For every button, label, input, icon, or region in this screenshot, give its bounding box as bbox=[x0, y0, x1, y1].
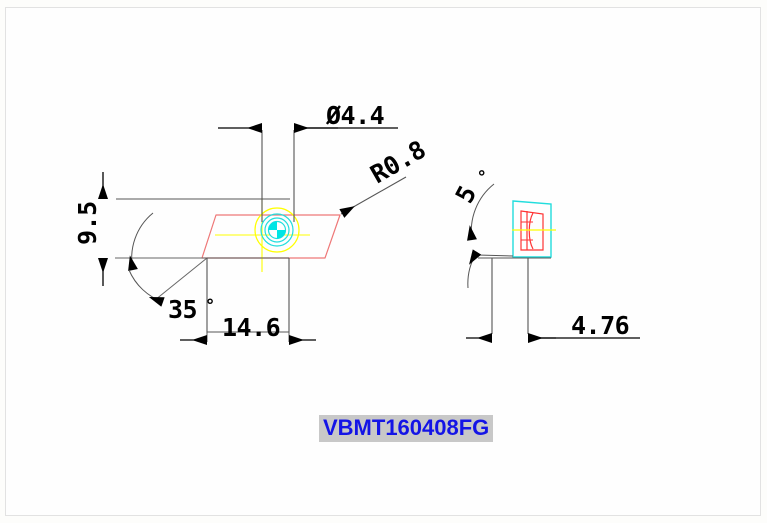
point-angle-dimension: 35 ° bbox=[115, 212, 215, 324]
countersink-circle bbox=[254, 207, 300, 253]
clearance-angle-degree-symbol: ° bbox=[475, 166, 497, 184]
corner-radius-dimension: R0.8 bbox=[339, 135, 430, 218]
length-dimension: 14.6 bbox=[180, 258, 316, 345]
angle-leg-diagonal bbox=[154, 257, 208, 301]
length-dimension-text: 14.6 bbox=[222, 313, 280, 342]
point-angle-degree-symbol: ° bbox=[205, 296, 215, 316]
diameter-dimension-text: Ø4.4 bbox=[325, 101, 384, 130]
angle-arc-lower bbox=[128, 269, 165, 307]
bore-quadrant-lower-right bbox=[277, 230, 286, 239]
top-view bbox=[201, 198, 341, 272]
side-view-insert-outline bbox=[512, 200, 552, 258]
bore-circle-outer bbox=[260, 213, 294, 247]
diameter-dimension: Ø4.4 bbox=[218, 101, 398, 222]
side-view-countersink-curve bbox=[528, 212, 534, 250]
point-angle-text: 35 bbox=[168, 295, 197, 324]
part-designation-label[interactable]: VBMT160408FG bbox=[319, 415, 494, 442]
angle-arc-upper bbox=[128, 212, 154, 272]
radius-leader-line bbox=[339, 176, 407, 218]
insert-rhombus-outline bbox=[201, 214, 341, 259]
bore-circle-mid bbox=[264, 217, 290, 243]
bore-quadrant-upper-left bbox=[268, 221, 277, 230]
clearance-angle-text: 5 bbox=[450, 181, 482, 207]
side-view-bore-rib bbox=[521, 221, 533, 241]
thickness-dimension-text: 4.76 bbox=[571, 311, 629, 340]
side-view-body-sides bbox=[491, 258, 529, 334]
side-view-rake-line bbox=[477, 254, 514, 257]
clearance-arc-upper bbox=[467, 183, 495, 241]
clearance-arc-lower bbox=[467, 249, 482, 289]
height-dimension: 9.5 bbox=[73, 172, 108, 286]
thickness-dimension: 4.76 bbox=[466, 311, 640, 343]
clearance-angle-dimension: 5 ° bbox=[450, 166, 497, 289]
side-view bbox=[477, 200, 556, 334]
side-view-bore-outline bbox=[520, 210, 544, 251]
height-dimension-text: 9.5 bbox=[73, 201, 102, 245]
